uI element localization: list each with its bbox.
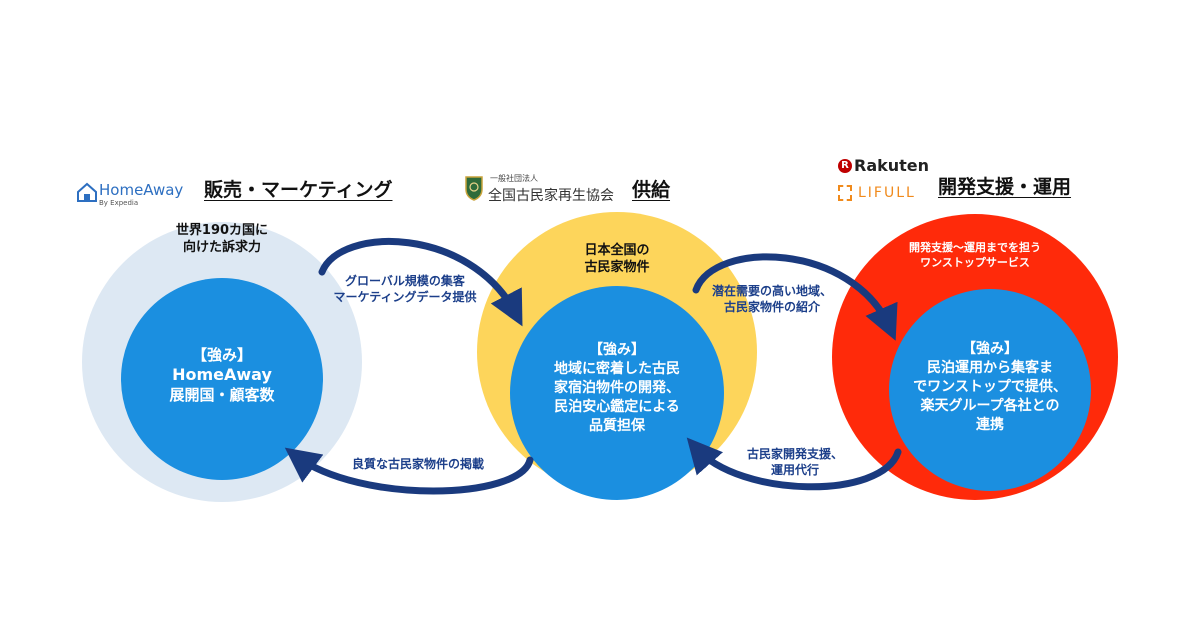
inner-text-development-line1: 【強み】 bbox=[962, 341, 1018, 357]
flow-label-property-intro-line1: 潜在需要の高い地域、 bbox=[711, 284, 832, 298]
outer-label-development: 開発支援～運用までを担う ワンストップサービス bbox=[875, 240, 1075, 270]
lifull-logo: LIFULL bbox=[838, 183, 938, 205]
flow-label-property-intro: 潜在需要の高い地域、 古民家物件の紹介 bbox=[692, 283, 852, 315]
outer-label-supply: 日本全国の 古民家物件 bbox=[517, 242, 717, 276]
inner-circle-development bbox=[889, 289, 1091, 491]
inner-text-development: 【強み】 民泊運用から集客ま でワンストップで提供、 楽天グループ各社との 連携 bbox=[893, 340, 1087, 435]
heading-development: 開発支援・運用 bbox=[938, 176, 1072, 198]
homeaway-logo-sub: By Expedia bbox=[99, 199, 139, 207]
inner-circle-marketing bbox=[121, 278, 323, 480]
outer-label-supply-line1: 日本全国の bbox=[584, 243, 650, 258]
outer-label-supply-line2: 古民家物件 bbox=[584, 260, 650, 275]
inner-text-development-line2: 民泊運用から集客ま bbox=[927, 360, 1053, 376]
flow-label-marketing-data: グローバル規模の集客 マーケティングデータ提供 bbox=[320, 273, 490, 305]
inner-text-supply-line3: 家宿泊物件の開発、 bbox=[554, 380, 680, 396]
flow-arrow-listing bbox=[284, 447, 534, 495]
homeaway-logo: HomeAway By Expedia bbox=[76, 180, 194, 214]
inner-text-supply-line2: 地域に密着した古民 bbox=[554, 361, 680, 377]
rakuten-r-icon: R bbox=[838, 159, 852, 173]
inner-text-supply-line5: 品質担保 bbox=[589, 418, 645, 434]
inner-text-marketing-line1: 【強み】 bbox=[191, 346, 252, 364]
flow-label-dev-support-line2: 運用代行 bbox=[770, 463, 819, 477]
lifull-logo-name: LIFULL bbox=[858, 185, 916, 201]
outer-label-development-line1: 開発支援～運用までを担う bbox=[909, 241, 1041, 254]
flow-arrow-dev-support bbox=[686, 437, 902, 491]
flow-label-dev-support: 古民家開発支援、 運用代行 bbox=[720, 446, 870, 478]
inner-text-development-line3: でワンストップで提供、 bbox=[913, 379, 1067, 395]
inner-text-marketing: 【強み】 HomeAway 展開国・顧客数 bbox=[142, 345, 302, 405]
homeaway-logo-name: HomeAway bbox=[99, 181, 184, 199]
inner-text-supply-line1: 【強み】 bbox=[589, 342, 645, 358]
flow-label-listing: 良質な古民家物件の掲載 bbox=[328, 456, 508, 472]
inner-text-marketing-line3: 展開国・顧客数 bbox=[169, 386, 275, 404]
outer-label-marketing: 世界190カ国に 向けた訴求力 bbox=[122, 222, 322, 256]
inner-circle-supply bbox=[510, 286, 724, 500]
flow-label-property-intro-line2: 古民家物件の紹介 bbox=[723, 300, 820, 314]
heading-marketing: 販売・マーケティング bbox=[204, 179, 393, 201]
inner-text-development-line4: 楽天グループ各社との bbox=[920, 398, 1060, 414]
outer-label-marketing-line1: 世界190カ国に bbox=[175, 223, 269, 238]
rakuten-logo: R Rakuten bbox=[838, 156, 938, 178]
flow-label-marketing-data-line1: グローバル規模の集客 bbox=[345, 274, 465, 288]
shield-icon bbox=[465, 176, 483, 201]
rakuten-logo-name: Rakuten bbox=[854, 156, 930, 175]
flow-label-marketing-data-line2: マーケティングデータ提供 bbox=[333, 290, 477, 304]
inner-text-supply-line4: 民泊安心鑑定による bbox=[554, 399, 680, 415]
flow-arrow-marketing-data bbox=[318, 238, 523, 327]
heading-supply: 供給 bbox=[632, 179, 671, 201]
flow-arrow-property-intro bbox=[692, 253, 898, 341]
inner-text-marketing-line2: HomeAway bbox=[172, 365, 272, 384]
outer-label-development-line2: ワンストップサービス bbox=[920, 256, 1030, 269]
kominka-logo-name: 全国古民家再生協会 bbox=[488, 188, 614, 204]
flow-label-listing-line1: 良質な古民家物件の掲載 bbox=[351, 457, 484, 471]
outer-label-marketing-line2: 向けた訴求力 bbox=[182, 240, 261, 255]
flow-label-dev-support-line1: 古民家開発支援、 bbox=[746, 447, 843, 461]
inner-text-development-line5: 連携 bbox=[976, 417, 1004, 433]
inner-text-supply: 【強み】 地域に密着した古民 家宿泊物件の開発、 民泊安心鑑定による 品質担保 bbox=[522, 341, 712, 436]
house-icon bbox=[77, 182, 97, 202]
lifull-mark-icon bbox=[838, 185, 852, 201]
kominka-logo-sub: 一般社団法人 bbox=[490, 174, 538, 183]
kominka-association-logo: 一般社団法人 全国古民家再生協会 bbox=[464, 173, 624, 205]
